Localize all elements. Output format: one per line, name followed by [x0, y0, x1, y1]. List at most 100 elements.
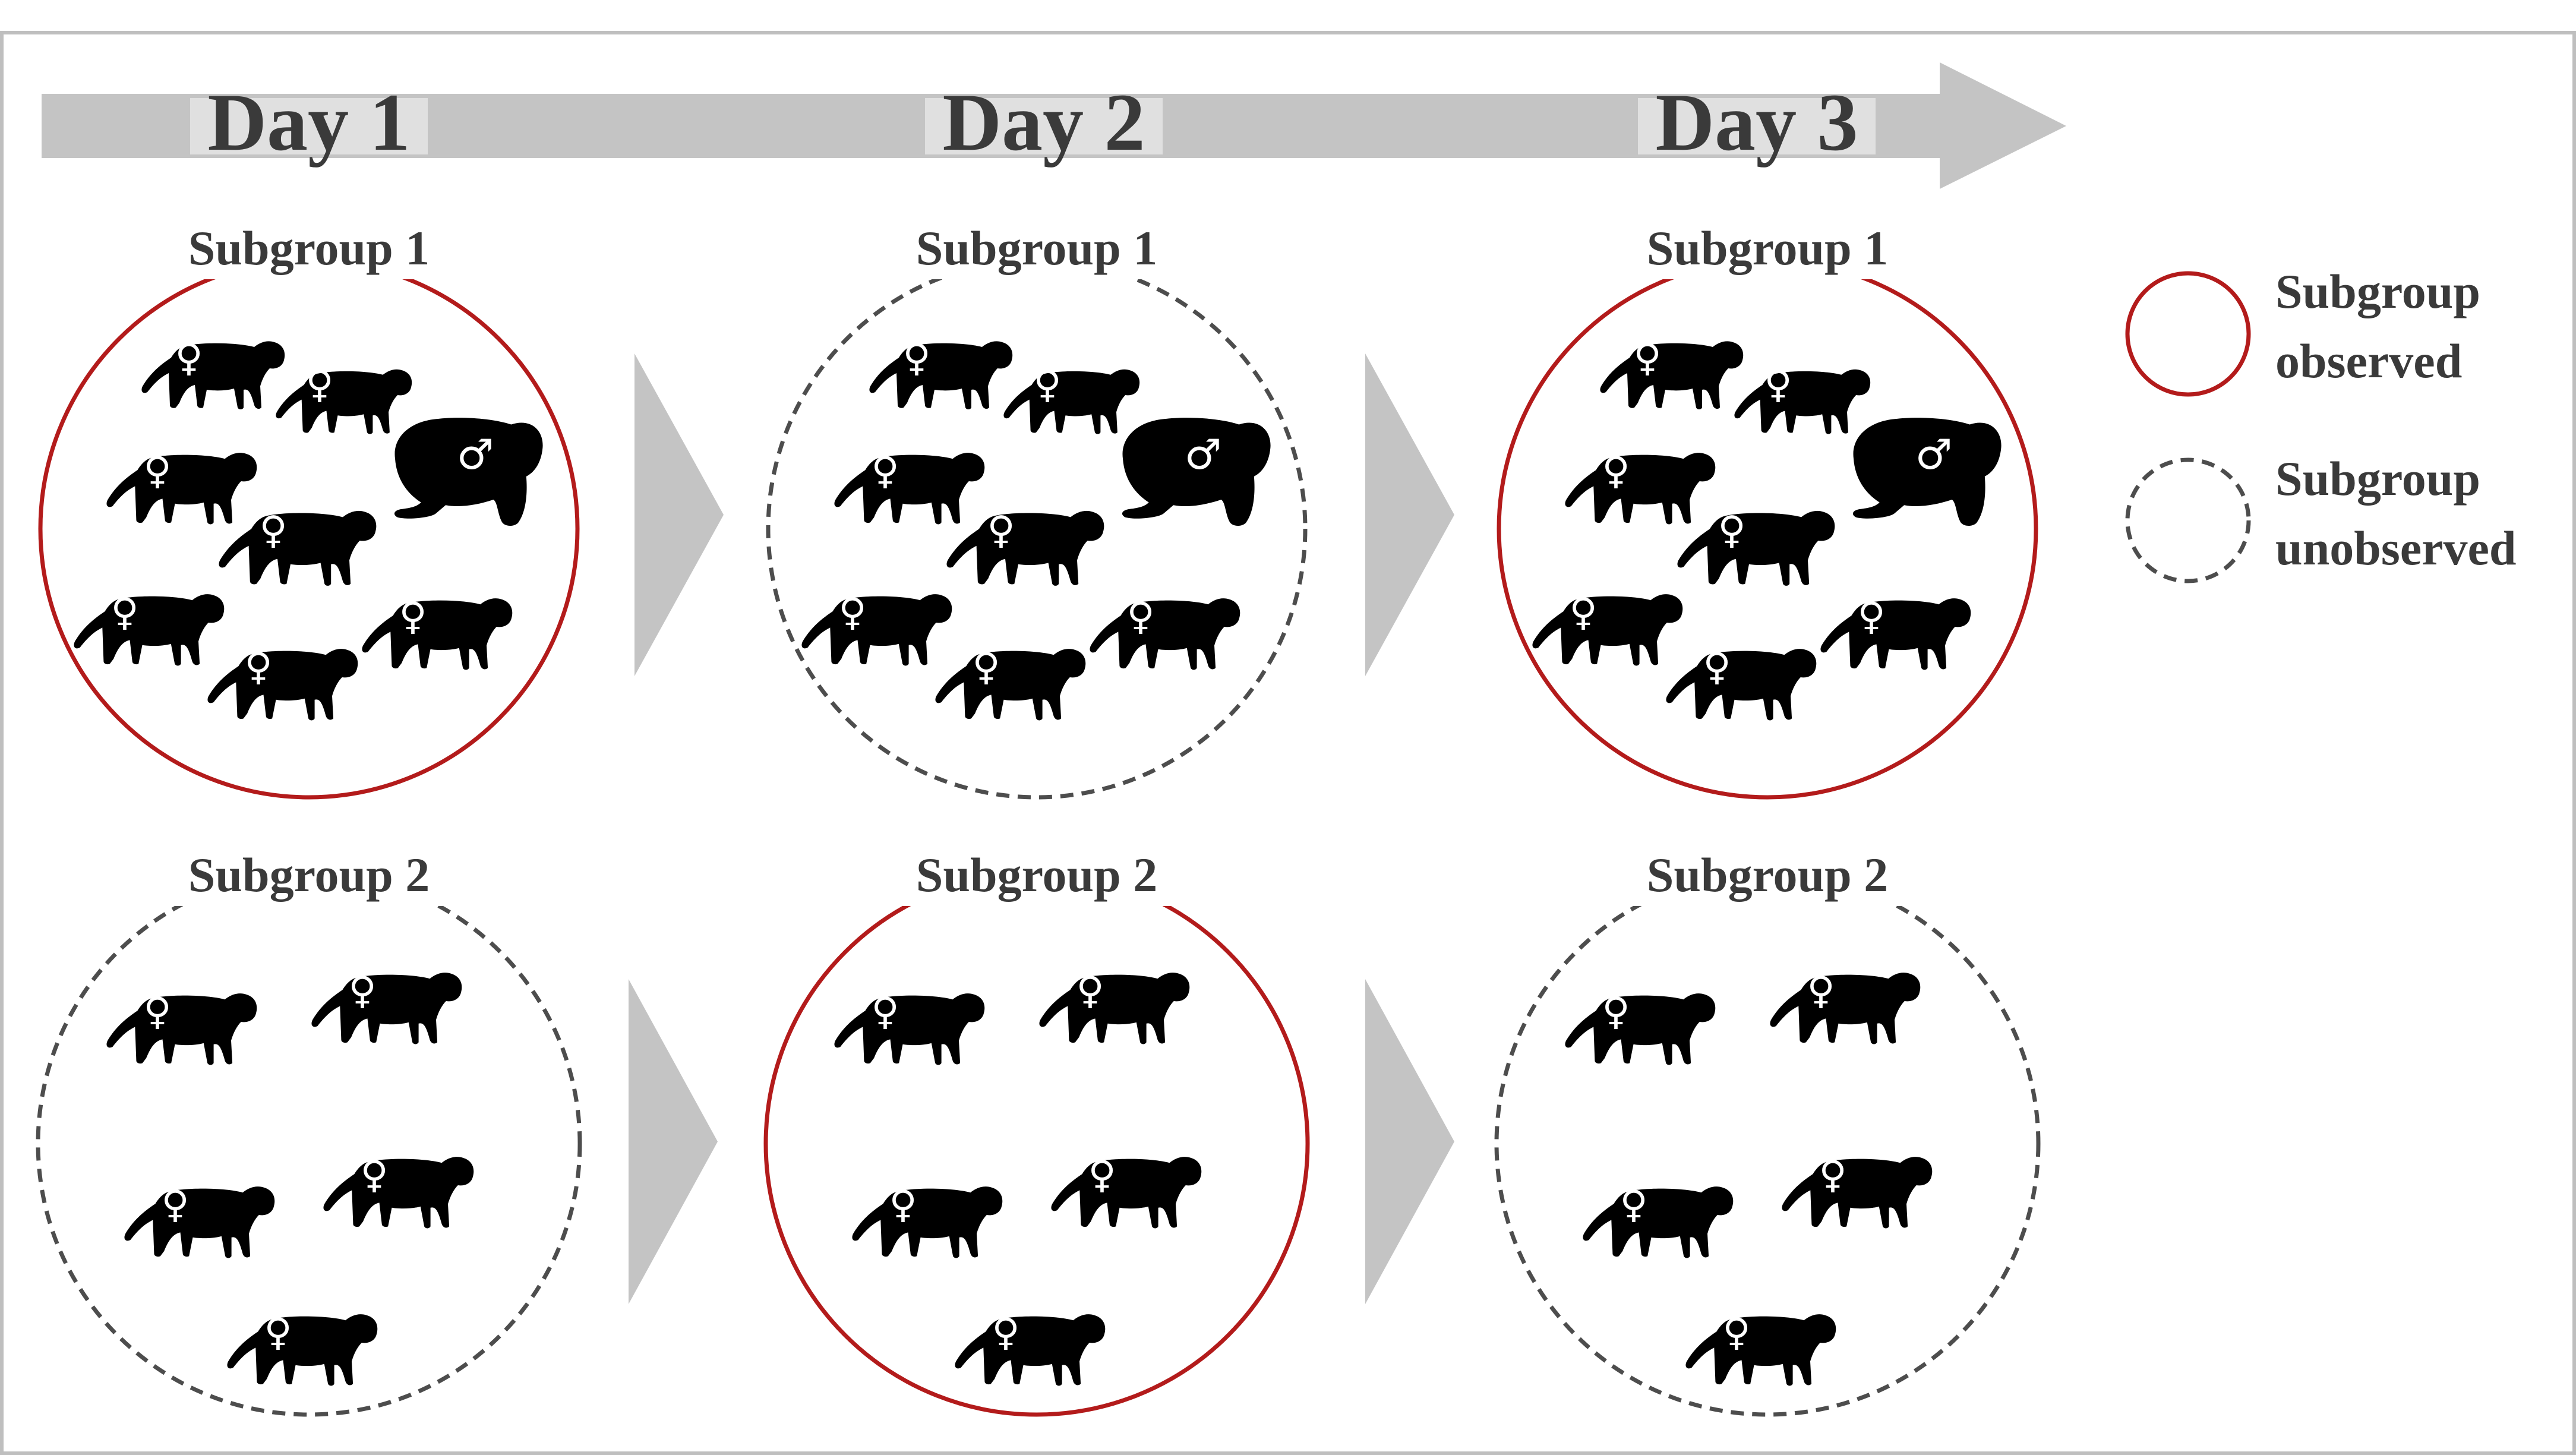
legend-observed-line1: Subgroup	[2275, 264, 2480, 318]
female-macaque-icon: ♀	[1565, 449, 1716, 525]
transition-arrow	[1365, 354, 1454, 676]
female-symbol: ♀	[361, 1153, 389, 1197]
female-macaque-icon: ♀	[869, 336, 1013, 409]
day-1-subgroup-2: ♀ ♀ ♀ ♀ ♀ Subgroup 2	[36, 847, 582, 1417]
female-macaque-icon: ♀	[74, 591, 225, 666]
male-symbol: ♂	[1915, 430, 1953, 479]
female-macaque-icon: ♀	[1734, 363, 1871, 434]
subgroup-label: Subgroup 2	[188, 848, 430, 902]
day-label-3: Day 3	[1638, 77, 1876, 168]
legend: Subgroup observed Subgroup unobserved	[2125, 264, 2517, 583]
subgroup-label: Subgroup 1	[188, 221, 430, 275]
female-macaque-icon: ♀	[219, 509, 377, 586]
female-symbol: ♀	[1819, 1153, 1847, 1197]
subgroup-label: Subgroup 2	[1647, 848, 1888, 902]
female-macaque-icon: ♀	[1677, 509, 1835, 586]
female-macaque-icon: ♀	[276, 363, 412, 434]
female-symbol: ♀	[1077, 969, 1104, 1013]
female-symbol: ♀	[175, 336, 203, 380]
male-macaque-icon: ♂	[394, 418, 543, 526]
female-macaque-icon: ♀	[106, 990, 257, 1065]
female-symbol: ♀	[264, 1311, 292, 1355]
female-symbol: ♀	[973, 645, 1000, 689]
female-symbol: ♀	[889, 1183, 917, 1227]
female-symbol: ♀	[349, 969, 377, 1013]
subgroup-label: Subgroup 1	[916, 221, 1157, 275]
transition-arrows	[629, 354, 1454, 1304]
female-symbol: ♀	[1807, 969, 1835, 1013]
female-macaque-icon: ♀	[1565, 990, 1716, 1065]
female-symbol: ♀	[1703, 645, 1731, 689]
female-symbol: ♀	[839, 591, 867, 635]
transition-arrow	[1365, 979, 1454, 1304]
legend-observed-line2: observed	[2275, 334, 2462, 388]
subgroup-label: Subgroup 1	[1647, 221, 1888, 275]
female-symbol: ♀	[872, 449, 899, 493]
day-2-subgroup-1: ♀ ♀ ♀ ♂ ♀ ♀ ♀ ♀ Subgroup 1	[766, 220, 1308, 800]
female-macaque-icon: ♀	[1685, 1311, 1836, 1386]
female-symbol: ♀	[1620, 1183, 1648, 1227]
female-macaque-icon: ♀	[323, 1153, 474, 1229]
legend-unobserved-line1: Subgroup	[2275, 452, 2480, 506]
female-macaque-icon: ♀	[1039, 969, 1190, 1044]
day-label-text: Day 2	[942, 77, 1145, 168]
female-macaque-icon: ♀	[852, 1183, 1003, 1258]
female-symbol: ♀	[1723, 1311, 1751, 1355]
female-macaque-icon: ♀	[124, 1183, 275, 1258]
female-symbol: ♀	[1718, 509, 1746, 553]
female-macaque-icon: ♀	[1782, 1153, 1933, 1229]
female-macaque-icon: ♀	[1770, 969, 1921, 1044]
day-label-text: Day 3	[1655, 77, 1858, 168]
day-1-subgroup-1: ♀♀♀♂♀♀♀♀Subgroup 1	[38, 220, 580, 800]
female-macaque-icon: ♀	[834, 449, 985, 525]
transition-arrow	[634, 354, 724, 676]
female-symbol: ♀	[399, 595, 427, 639]
female-symbol: ♀	[1088, 1153, 1116, 1197]
day-labels: Day 1 Day 2 Day 3	[190, 77, 1876, 168]
female-macaque-icon: ♀	[801, 591, 952, 666]
male-macaque-icon: ♂	[1122, 418, 1271, 526]
female-symbol: ♀	[111, 591, 139, 635]
female-macaque-icon: ♀	[141, 336, 285, 409]
female-symbol: ♀	[987, 509, 1015, 553]
female-macaque-icon: ♀	[1003, 363, 1140, 434]
female-macaque-icon: ♀	[1666, 645, 1817, 721]
female-symbol: ♀	[1634, 336, 1662, 380]
subgroup-label: Subgroup 2	[916, 848, 1157, 902]
female-macaque-icon: ♀	[955, 1311, 1106, 1386]
day-3-subgroup-1: ♀ ♀ ♀ ♂ ♀ ♀ ♀ ♀ Subgroup 1	[1497, 220, 2038, 800]
female-symbol: ♀	[260, 509, 288, 553]
female-macaque-icon: ♀	[1532, 591, 1683, 666]
female-macaque-icon: ♀	[1820, 595, 1971, 670]
male-symbol: ♂	[1185, 430, 1222, 479]
subgroup-panels: ♀♀♀♂♀♀♀♀Subgroup 1♀♀♀♀♀Subgroup 2♀♀♀♂♀♀♀…	[36, 220, 2041, 1417]
female-symbol: ♀	[144, 449, 172, 493]
day-label-2: Day 2	[925, 77, 1163, 168]
day-2-subgroup-2: ♀♀♀♀♀Subgroup 2	[763, 847, 1310, 1417]
female-macaque-icon: ♀	[311, 969, 462, 1044]
subgroup-unobserved-circle	[1494, 870, 2041, 1417]
subgroup-unobserved-circle	[36, 870, 582, 1417]
legend-unobserved-line2: unobserved	[2275, 521, 2517, 575]
male-macaque-icon: ♂	[1852, 418, 2002, 526]
female-symbol: ♀	[1602, 449, 1630, 493]
legend-observed-circle	[2125, 271, 2251, 397]
female-symbol: ♀	[1764, 363, 1792, 407]
female-symbol: ♀	[1127, 595, 1155, 639]
female-macaque-icon: ♀	[1090, 595, 1240, 670]
female-macaque-icon: ♀	[1583, 1183, 1734, 1258]
day-label-1: Day 1	[190, 77, 428, 168]
female-macaque-icon: ♀	[362, 595, 513, 670]
transition-arrow	[629, 979, 718, 1304]
female-macaque-icon: ♀	[935, 645, 1086, 721]
female-symbol: ♀	[1858, 595, 1886, 639]
female-symbol: ♀	[992, 1311, 1020, 1355]
day-label-text: Day 1	[207, 77, 410, 168]
female-symbol: ♀	[1034, 363, 1062, 407]
female-macaque-icon: ♀	[946, 509, 1104, 586]
female-symbol: ♀	[245, 645, 273, 689]
female-symbol: ♀	[1602, 990, 1630, 1034]
female-macaque-icon: ♀	[227, 1311, 378, 1386]
female-symbol: ♀	[162, 1183, 190, 1227]
female-macaque-icon: ♀	[106, 449, 257, 525]
